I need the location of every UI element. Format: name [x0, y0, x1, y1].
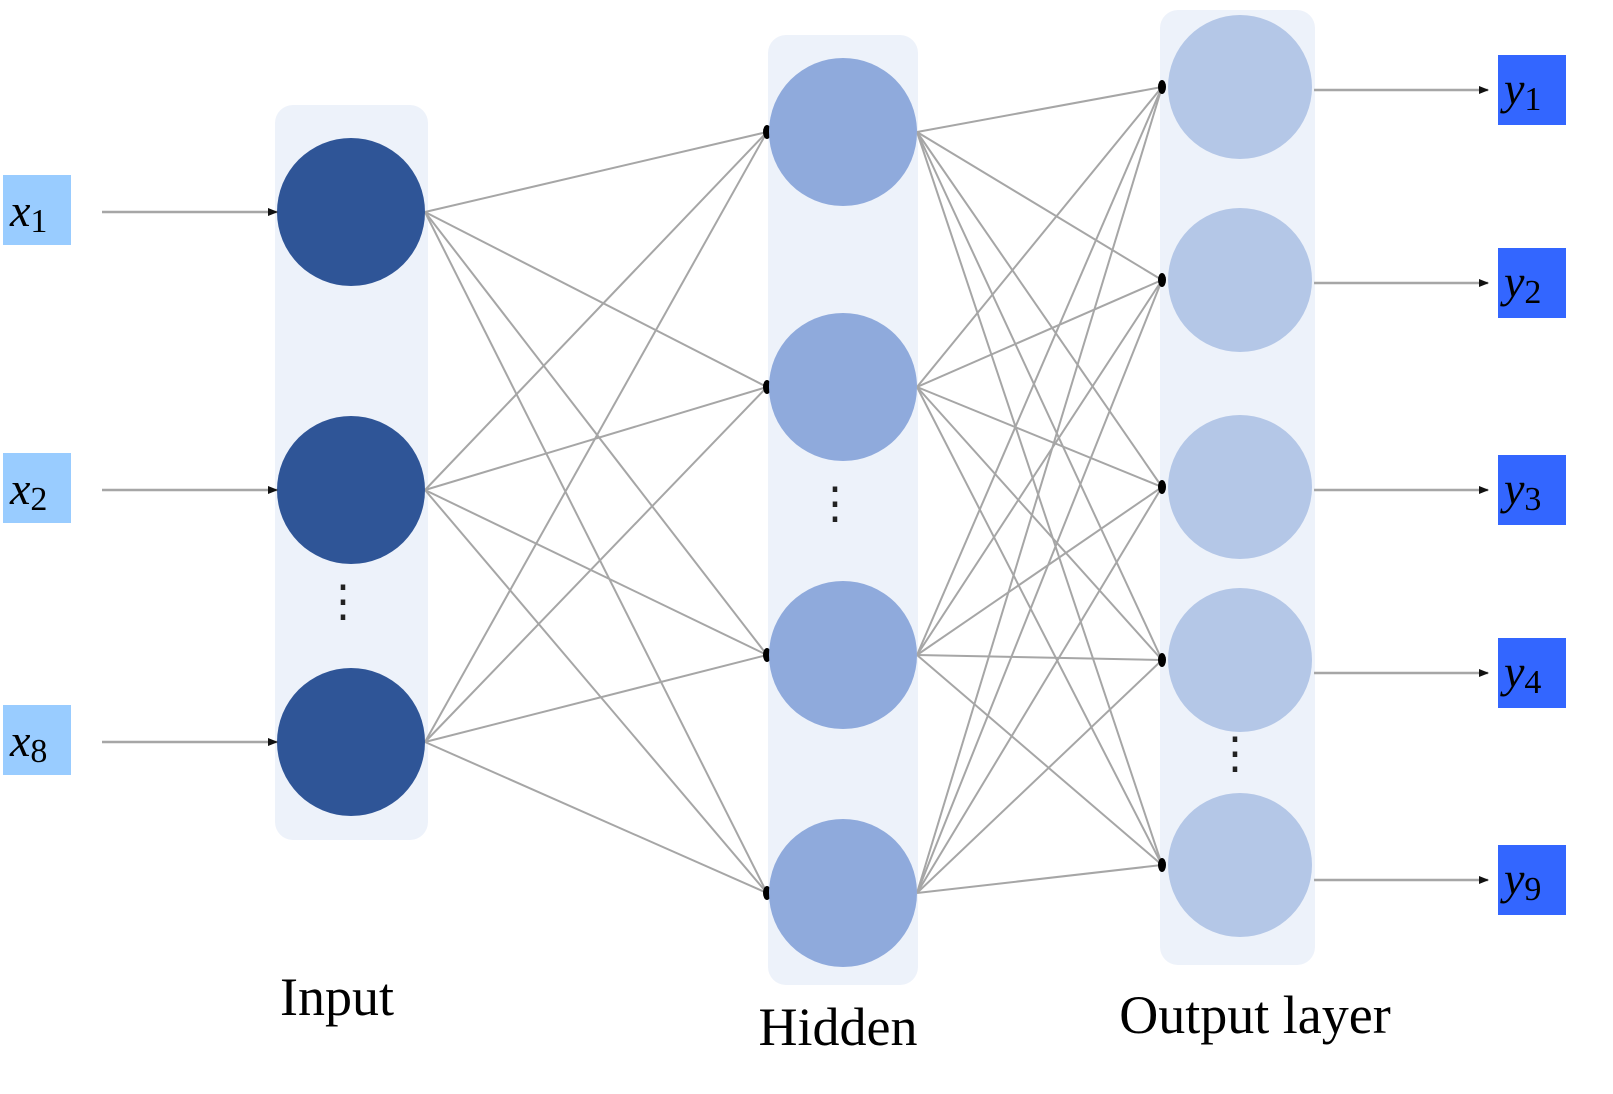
- hidden-node-4: [769, 819, 917, 967]
- hidden-ellipsis: ⋮: [813, 479, 857, 528]
- output-node-5: [1168, 793, 1312, 937]
- output-node-3: [1168, 415, 1312, 559]
- output-junction-dot: [1158, 80, 1166, 94]
- edge-hidden-4-output-3: [916, 486, 1163, 894]
- edge-input-3-hidden-2: [424, 386, 768, 743]
- output-label-box-1: [1498, 55, 1566, 125]
- output-label-box-5: [1498, 845, 1566, 915]
- edge-hidden-3-output-1: [916, 86, 1163, 656]
- output-label-2: y2: [1500, 256, 1541, 311]
- input-label-box-2: [3, 453, 71, 523]
- edge-hidden-4-output-5: [916, 864, 1163, 894]
- hidden-junction-dot: [763, 380, 771, 394]
- edge-input-1-hidden-2: [424, 211, 768, 388]
- edge-hidden-3-output-2: [916, 279, 1163, 656]
- input-node-2: [277, 416, 425, 564]
- hidden-node-3: [769, 581, 917, 729]
- hidden-node-1: [769, 58, 917, 206]
- output-ellipsis: ⋮: [1213, 729, 1257, 778]
- output-label-box-4: [1498, 638, 1566, 708]
- edge-input-2-hidden-3: [424, 489, 768, 656]
- edge-input-3-hidden-3: [424, 654, 768, 743]
- input-label-2: x2: [9, 463, 47, 518]
- edge-hidden-4-output-2: [916, 279, 1163, 894]
- edge-hidden-2-output-5: [916, 386, 1163, 866]
- input-node-1: [277, 138, 425, 286]
- output-junction-dot: [1158, 653, 1166, 667]
- hidden-junction-dot: [763, 886, 771, 900]
- edge-hidden-4-output-1: [916, 86, 1163, 894]
- edge-input-2-hidden-4: [424, 489, 768, 894]
- hidden-junction-dot: [763, 125, 771, 139]
- output-label-4: y4: [1500, 646, 1541, 701]
- output-label-box-2: [1498, 248, 1566, 318]
- output-label-box-3: [1498, 455, 1566, 525]
- output-node-1: [1168, 15, 1312, 159]
- edge-input-3-hidden-1: [424, 131, 768, 743]
- edge-input-2-hidden-1: [424, 131, 768, 491]
- edge-input-1-hidden-3: [424, 211, 768, 656]
- hidden-junction-dot: [763, 648, 771, 662]
- edge-hidden-2-output-4: [916, 386, 1163, 661]
- edge-hidden-2-output-1: [916, 86, 1163, 388]
- input-ellipsis: ⋮: [321, 577, 365, 626]
- input-label-box-1: [3, 175, 71, 245]
- output-node-2: [1168, 208, 1312, 352]
- hidden-layer-panel: [768, 35, 918, 985]
- hidden-layer-caption: Hidden: [759, 997, 918, 1057]
- edge-input-1-hidden-4: [424, 211, 768, 894]
- hidden-node-2: [769, 313, 917, 461]
- input-node-3: [277, 668, 425, 816]
- edge-hidden-1-output-3: [916, 131, 1163, 488]
- output-label-3: y3: [1500, 463, 1541, 518]
- edge-hidden-3-output-5: [916, 654, 1163, 866]
- output-junction-dot: [1158, 858, 1166, 872]
- output-junction-dot: [1158, 273, 1166, 287]
- output-node-4: [1168, 588, 1312, 732]
- edge-hidden-3-output-3: [916, 486, 1163, 656]
- edge-input-1-hidden-1: [424, 131, 768, 213]
- edge-hidden-4-output-4: [916, 659, 1163, 894]
- input-label-box-3: [3, 705, 71, 775]
- output-label-1: y1: [1500, 63, 1541, 118]
- edge-input-3-hidden-4: [424, 741, 768, 894]
- input-label-3: x8: [9, 715, 47, 770]
- edge-hidden-2-output-2: [916, 279, 1163, 388]
- output-layer-caption: Output layer: [1119, 985, 1390, 1045]
- edge-hidden-3-output-4: [916, 654, 1163, 661]
- edge-hidden-1-output-4: [916, 131, 1163, 661]
- input-label-1: x1: [9, 185, 47, 240]
- output-label-5: y9: [1500, 853, 1541, 908]
- edge-hidden-2-output-3: [916, 386, 1163, 488]
- edge-hidden-1-output-2: [916, 131, 1163, 281]
- edge-hidden-1-output-1: [916, 86, 1163, 133]
- input-layer-caption: Input: [280, 967, 394, 1027]
- output-junction-dot: [1158, 480, 1166, 494]
- edge-hidden-1-output-5: [916, 131, 1163, 866]
